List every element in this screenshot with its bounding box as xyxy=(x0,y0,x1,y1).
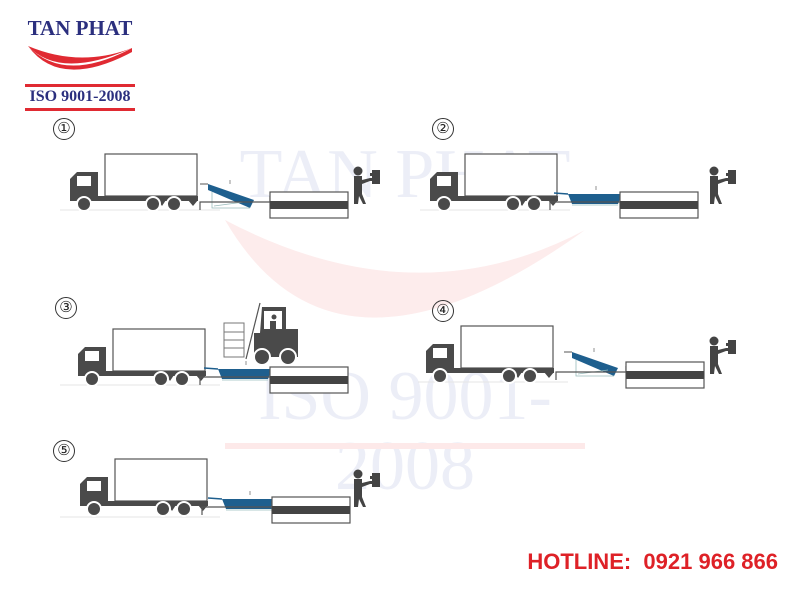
step-1-scene xyxy=(60,153,380,219)
operator-icon xyxy=(709,336,736,374)
truck-icon xyxy=(69,153,199,212)
truck-icon xyxy=(79,458,209,517)
truck-icon xyxy=(429,153,559,212)
company-logo: TAN PHAT ISO 9001-2008 xyxy=(20,14,140,114)
step-5-scene xyxy=(60,458,380,524)
step-2-scene xyxy=(420,153,736,219)
logo-certification: ISO 9001-2008 xyxy=(29,88,131,105)
truck-icon xyxy=(77,328,207,387)
step-number-1: ① xyxy=(53,118,75,140)
logo-divider-top xyxy=(25,84,135,87)
step-3-scene xyxy=(60,302,349,394)
loading-dock-icon xyxy=(555,361,705,389)
forklift-icon xyxy=(223,302,299,366)
logo-divider-bottom xyxy=(25,108,135,111)
watermark-divider xyxy=(225,443,585,449)
logo-company-name: TAN PHAT xyxy=(27,16,133,40)
step-number-3: ③ xyxy=(55,297,77,319)
operator-icon xyxy=(353,469,380,507)
operator-icon xyxy=(353,166,380,204)
truck-icon xyxy=(425,325,555,384)
step-number-2: ② xyxy=(432,118,454,140)
step-number-5: ⑤ xyxy=(53,440,75,462)
step-number-4: ④ xyxy=(432,300,454,322)
logo-swoosh-icon xyxy=(28,46,132,70)
dock-leveler-raised-icon xyxy=(199,179,255,209)
operator-icon xyxy=(709,166,736,204)
hotline-text: HOTLINE: 0921 966 866 xyxy=(527,549,778,574)
step-4-scene xyxy=(418,325,736,389)
